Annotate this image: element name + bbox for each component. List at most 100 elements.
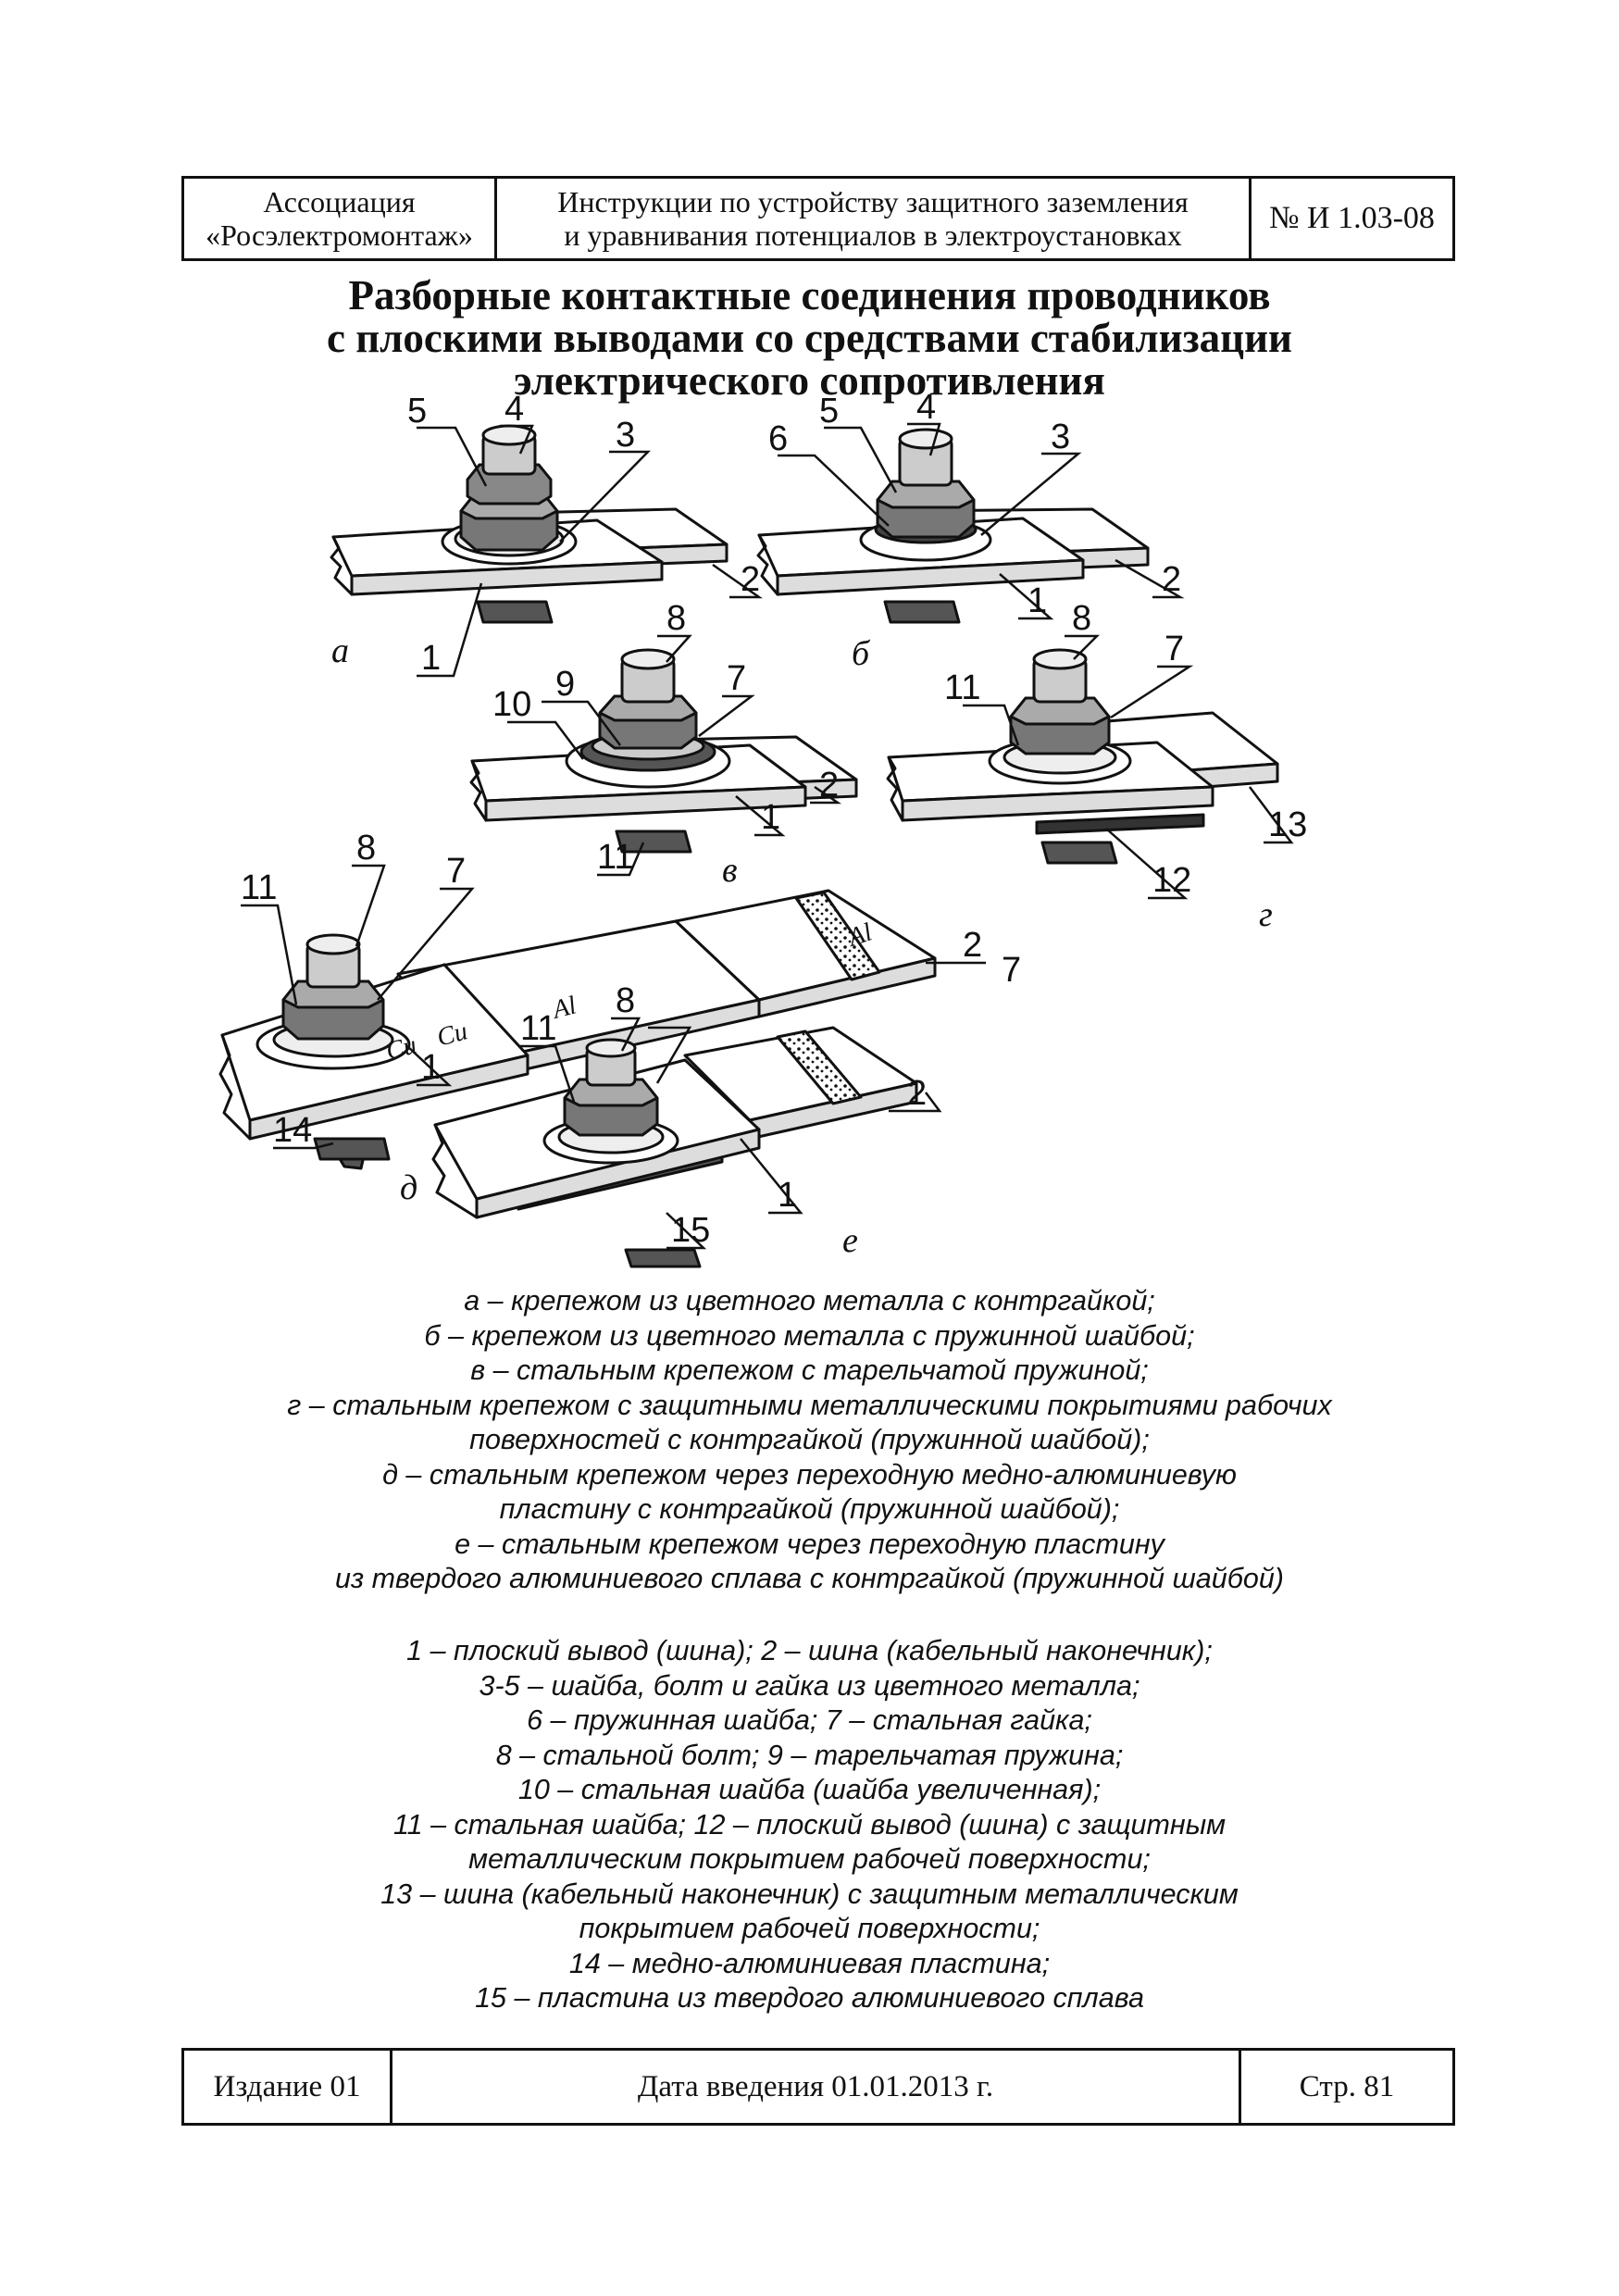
callout-d-8: 8: [356, 829, 376, 867]
caption-variant-line: поверхностей с контргайкой (пружинной ша…: [469, 1424, 1150, 1455]
callout-v-10: 10: [492, 685, 531, 724]
nut-top-e: [563, 1078, 659, 1107]
caption-variant-line: д – стальным крепежом через переходную м…: [382, 1458, 1237, 1491]
plate-1-edge-b: [776, 558, 1085, 596]
plate-torn-edge-v: [469, 759, 488, 822]
callout-numbers: 5 4 3 2 1 5 4 6 3 1 2 8 9 7 10 2 1 11 8 …: [241, 388, 1307, 1250]
caption-part-line: 14 – медно-алюминиевая пластина;: [568, 1947, 1051, 1979]
caption-part-line: 15 – пластина из твердого алюминиевого с…: [475, 1982, 1144, 2014]
bolt-top-e: [585, 1038, 637, 1058]
callout-v-9: 9: [555, 665, 575, 704]
caption-part-line: 8 – стальной болт; 9 – тарельчатая пружи…: [495, 1739, 1124, 1771]
page-title: Разборные контактные соединения проводни…: [0, 274, 1619, 402]
plate-12-coating-g: [1035, 813, 1205, 835]
assembly-d: [218, 889, 937, 1170]
callout-g-11: 11: [944, 668, 980, 707]
callout-b-4: 4: [916, 388, 936, 427]
caption-part-line: 6 – пружинная шайба; 7 – стальная гайка;: [527, 1704, 1092, 1736]
callout-d-7: 7: [446, 852, 466, 891]
callout-b-3: 3: [1051, 418, 1070, 456]
weld-seam-d: [794, 891, 881, 981]
bolt-tail-e: [624, 1248, 702, 1268]
callout-v-11: 11: [597, 838, 633, 877]
page-title-line-3: электрического сопротивления: [514, 357, 1105, 404]
caption-part-line: 1 – плоский вывод (шина); 2 – шина (кабе…: [406, 1635, 1213, 1666]
bolt-tail-d: [313, 1137, 391, 1161]
caption-part-line: 10 – стальная шайба (шайба увеличенная);: [517, 1774, 1102, 1805]
callout-e-2: 2: [907, 1074, 927, 1113]
connection-diagram: 5 4 3 2 1 5 4 6 3 1 2 8 9 7 10 2 1 11 8 …: [218, 388, 1307, 1268]
assembly-g: [886, 648, 1279, 865]
callout-e-11: 11: [520, 1009, 556, 1048]
caption-part-line: 3-5 – шайба, болт и гайка из цветного ме…: [479, 1669, 1140, 1702]
assembly-v: [469, 648, 858, 854]
bolt-top-v: [620, 648, 676, 670]
caption-variant-line: из твердого алюминиевого сплава с контрг…: [335, 1563, 1284, 1594]
callout-a-2: 2: [741, 560, 760, 599]
caption-variant-line: е – стальным крепежом через переходную п…: [455, 1528, 1164, 1560]
header-org-line-1: Ассоциация: [263, 185, 416, 218]
leader-lines: [241, 422, 1294, 1250]
caption-variant-line: пластину с контргайкой (пружинной шайбой…: [499, 1493, 1120, 1525]
variant-letter-b: б: [852, 634, 871, 673]
bolt-tail-a: [476, 600, 554, 624]
callout-v-8: 8: [666, 599, 686, 638]
caption-part-line: 11 – стальная шайба; 12 – плоский вывод …: [392, 1808, 1227, 1841]
header-doc-number: № И 1.03-08: [1269, 201, 1435, 235]
header-doc-title-cell: Инструкции по устройству защитного зазем…: [497, 179, 1252, 258]
bolt-tail-b: [883, 600, 961, 624]
footer-page-number: Стр. 81: [1299, 2069, 1395, 2103]
caption-variant-line: б – крепежом из цветного металла с пружи…: [424, 1319, 1195, 1352]
header-org-line-2: «Росэлектромонтаж»: [205, 218, 473, 252]
callout-a-1: 1: [421, 639, 441, 678]
plate-torn-edge-d: [218, 1033, 252, 1141]
header-doc-title-line-1: Инструкции по устройству защитного зазем…: [557, 185, 1189, 218]
plate-1-edge-d: [248, 1054, 529, 1141]
caption-variant-line: а – крепежом из цветного металла с контр…: [464, 1285, 1155, 1316]
footer-date: Дата введения 01.01.2013 г.: [392, 2051, 1241, 2123]
variant-letters: а б в г д е: [331, 631, 1273, 1260]
bolt-tail-v: [615, 830, 692, 854]
page-title-line-1: Разборные контактные соединения проводни…: [348, 272, 1271, 318]
callout-e-15: 15: [671, 1211, 710, 1250]
callout-v-7: 7: [727, 659, 746, 698]
weld-seam-e: [776, 1029, 863, 1105]
callout-g-7: 7: [1164, 630, 1184, 668]
callout-d-11: 11: [241, 868, 277, 907]
plate-torn-edge-b: [756, 533, 779, 596]
nut-top-b: [876, 480, 976, 509]
assembly-e: [431, 1026, 918, 1268]
plate-torn-edge-g: [886, 755, 904, 822]
variant-letter-e: е: [842, 1221, 858, 1260]
caption-variants: а – крепежом из цветного металла с контр…: [0, 1284, 1619, 1597]
caption-part-line: металлическим покрытием рабочей поверхно…: [468, 1843, 1151, 1875]
callout-v-2: 2: [819, 766, 839, 805]
bolt-top-b: [898, 428, 953, 450]
callout-g-12: 12: [1152, 861, 1191, 900]
footer-edition: Издание 01: [184, 2051, 392, 2123]
callout-v-1: 1: [761, 798, 780, 837]
plate-torn-edge-e: [431, 1123, 479, 1219]
header-org-cell: Ассоциация «Росэлектромонтаж»: [184, 179, 497, 258]
caption-variant-line: в – стальным крепежом с тарельчатой пруж…: [470, 1354, 1149, 1386]
caption-part-line: покрытием рабочей поверхности;: [579, 1913, 1040, 1944]
callout-b-1: 1: [1027, 581, 1047, 620]
assembly-a: [330, 424, 729, 624]
callout-a-4: 4: [504, 390, 524, 429]
caption-variant-line: г – стальным крепежом с защитными металл…: [287, 1389, 1332, 1421]
callout-a-5: 5: [407, 392, 427, 430]
callout-b-2: 2: [1162, 560, 1181, 599]
callout-e-8: 8: [616, 981, 635, 1020]
callout-g-8: 8: [1072, 599, 1091, 638]
variant-letter-d: д: [400, 1168, 417, 1207]
footer-table: Издание 01 Дата введения 01.01.2013 г. С…: [181, 2048, 1455, 2126]
page-title-line-2: с плоскими выводами со средствами стабил…: [327, 315, 1292, 361]
caption-part-line: 13 – шина (кабельный наконечник) с защит…: [380, 1878, 1239, 1910]
header-doc-title-line-2: и уравнивания потенциалов в электроустан…: [564, 218, 1182, 252]
callout-e-7: 7: [1002, 951, 1021, 990]
callout-d-2: 2: [963, 926, 982, 965]
callout-e-1: 1: [778, 1176, 797, 1215]
caption-parts: 1 – плоский вывод (шина); 2 – шина (кабе…: [0, 1634, 1619, 2016]
bolt-top-d: [305, 933, 361, 955]
nut-top-v: [598, 694, 698, 722]
